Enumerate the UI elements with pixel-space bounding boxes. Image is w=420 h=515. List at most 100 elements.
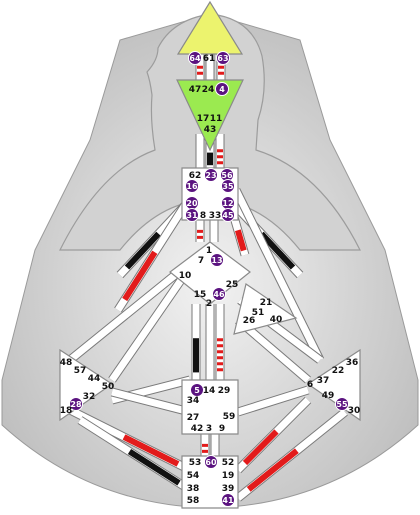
gate-number-49: 49: [322, 391, 335, 401]
gate-number-43: 43: [204, 125, 217, 135]
gate-number-11: 11: [210, 114, 223, 124]
gate-number-18: 18: [60, 406, 73, 416]
gate-4: 4: [215, 82, 229, 96]
gate-20: 20: [185, 196, 199, 210]
gate-52: 52: [222, 458, 235, 468]
gate-number-44: 44: [88, 374, 101, 384]
channel-17: [67, 271, 178, 364]
gate-12: 12: [221, 196, 235, 210]
gate-marker-31: [185, 208, 199, 222]
gate-10: 10: [179, 271, 192, 281]
channel-22: [67, 405, 193, 475]
gate-number-1: 1: [206, 246, 212, 256]
gate-57: 57: [74, 366, 87, 376]
gate-number-5: 5: [194, 386, 200, 395]
gate-number-45: 45: [222, 211, 234, 220]
gate-55: 55: [335, 397, 349, 411]
gate-number-41: 41: [222, 496, 234, 505]
gate-30: 30: [348, 406, 361, 416]
gate-number-32: 32: [83, 392, 96, 402]
gate-25: 25: [226, 280, 239, 290]
gate-29: 29: [218, 386, 231, 396]
gate-number-30: 30: [348, 406, 361, 416]
gate-number-19: 19: [222, 471, 235, 481]
gate-number-35: 35: [222, 182, 234, 191]
gate-2: 2: [206, 299, 212, 309]
gate-53: 53: [189, 458, 202, 468]
gate-40: 40: [270, 315, 283, 325]
gate-number-42: 42: [191, 424, 204, 434]
gate-number-58: 58: [187, 496, 200, 506]
gate-58: 58: [187, 496, 200, 506]
gate-marker-35: [221, 179, 235, 193]
gate-24: 24: [202, 85, 215, 95]
gate-number-7: 7: [198, 256, 204, 266]
head-center: [176, 0, 244, 55]
gate-marker-63: [216, 51, 230, 65]
gate-number-57: 57: [74, 366, 87, 376]
channel-21: [110, 387, 192, 417]
gate-number-14: 14: [203, 386, 216, 396]
gate-number-33: 33: [209, 211, 222, 221]
gate-number-62: 62: [189, 171, 202, 181]
gate-35: 35: [221, 179, 235, 193]
gate-46: 46: [212, 287, 226, 301]
gate-number-46: 46: [213, 290, 225, 299]
gate-number-26: 26: [243, 316, 256, 326]
gate-60: 60: [204, 455, 218, 469]
channel-24: [234, 396, 312, 474]
gate-50: 50: [102, 382, 115, 392]
gate-18: 18: [60, 406, 73, 416]
gate-number-27: 27: [187, 413, 200, 423]
gate-11: 11: [210, 114, 223, 124]
gate-number-17: 17: [197, 114, 210, 124]
gate-19: 19: [222, 471, 235, 481]
gate-number-64: 64: [189, 54, 201, 63]
gate-number-23: 23: [205, 171, 216, 180]
gate-number-38: 38: [187, 484, 200, 494]
gate-45: 45: [221, 208, 235, 222]
gate-marker-45: [221, 208, 235, 222]
gate-number-53: 53: [189, 458, 202, 468]
g-center: [169, 241, 251, 305]
channel-26: [236, 385, 310, 417]
gate-number-61: 61: [203, 54, 216, 64]
gate-number-55: 55: [336, 400, 348, 409]
channel-7: [114, 202, 189, 313]
gate-number-47: 47: [189, 85, 202, 95]
gate-39: 39: [222, 484, 235, 494]
gate-37: 37: [317, 376, 330, 386]
gate-number-52: 52: [222, 458, 235, 468]
gate-number-12: 12: [222, 199, 233, 208]
channels-layer: [67, 54, 348, 502]
gate-number-63: 63: [217, 54, 228, 63]
gate-9: 9: [219, 424, 225, 434]
gate-number-60: 60: [205, 458, 217, 467]
gate-number-16: 16: [186, 182, 198, 191]
gate-17: 17: [197, 114, 210, 124]
gate-36: 36: [346, 358, 359, 368]
gate-62: 62: [189, 171, 202, 181]
gate-6: 6: [307, 380, 313, 390]
gate-number-56: 56: [221, 171, 233, 180]
gate-47: 47: [189, 85, 202, 95]
gate-marker-5: [190, 383, 204, 397]
gate-marker-46: [212, 287, 226, 301]
gate-14: 14: [203, 386, 216, 396]
gate-number-9: 9: [219, 424, 225, 434]
gate-number-34: 34: [187, 396, 200, 406]
gate-49: 49: [322, 391, 335, 401]
gate-number-15: 15: [194, 290, 207, 300]
gate-marker-60: [204, 455, 218, 469]
gate-42: 42: [191, 424, 204, 434]
gate-number-6: 6: [307, 380, 313, 390]
gate-43: 43: [204, 125, 217, 135]
gate-number-24: 24: [202, 85, 215, 95]
gate-number-37: 37: [317, 376, 330, 386]
gate-34: 34: [187, 396, 200, 406]
gate-16: 16: [185, 179, 199, 193]
channel-23: [77, 416, 193, 494]
gate-21: 21: [260, 298, 273, 308]
